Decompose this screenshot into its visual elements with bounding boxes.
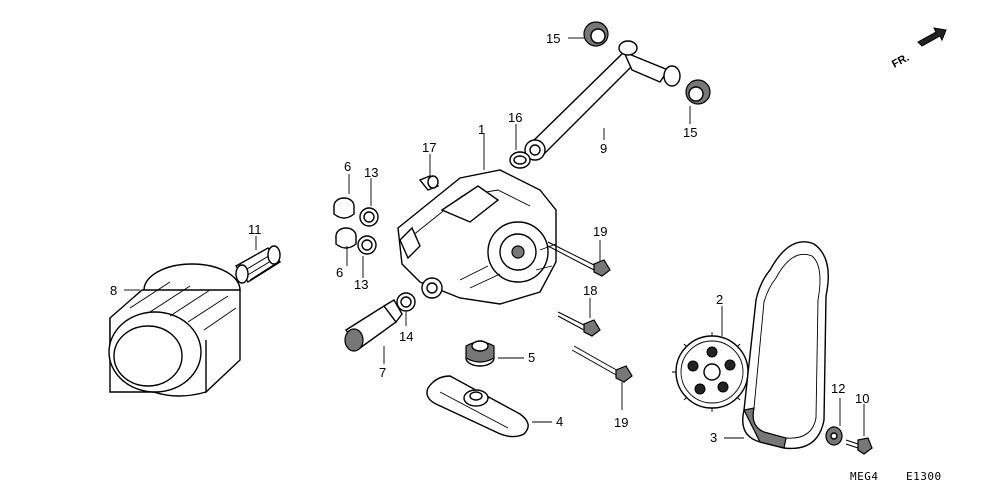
callout-15-upper: 15 [546,31,561,46]
bolt-19-lower [571,345,633,383]
o-ring-upper [359,207,379,227]
callout-11: 11 [248,222,262,237]
pipe-seal-right [685,79,711,105]
diagram-code-left: MEG4 [850,470,879,483]
callout-14: 14 [399,329,414,344]
diagram-code-right: E1300 [906,470,942,483]
callout-17: 17 [422,140,437,155]
relief-valve [344,299,403,352]
callout-12: 12 [831,381,846,396]
oil-strainer [426,375,529,438]
callout-4: 4 [556,414,564,429]
front-direction-arrow-icon [917,27,947,47]
callout-10: 10 [855,391,870,406]
callout-7: 7 [379,365,387,380]
leader-lines [124,37,865,439]
oil-pump-assembly [397,169,557,305]
dowel-pin-17 [418,175,440,191]
callout-13-lower: 13 [354,277,369,292]
callout-6-lower: 6 [336,265,344,280]
driven-sprocket [672,332,752,412]
callout-3: 3 [710,430,718,445]
callout-5: 5 [528,350,536,365]
plug-bolt [465,340,495,367]
joint-bolt [234,245,282,284]
callout-1: 1 [478,122,486,137]
callout-15-right: 15 [683,125,698,140]
bolt-19-upper [547,241,611,277]
dowel-pin-upper [333,197,355,219]
bolt-18 [557,311,601,337]
bolt-10 [845,437,873,455]
callout-19-upper: 19 [593,224,608,239]
washer-12 [825,426,843,446]
oil-filter [108,263,241,397]
o-ring-14 [396,292,416,312]
callout-19-lower: 19 [614,415,629,430]
callout-16: 16 [508,110,523,125]
o-ring-lower [357,235,377,255]
oil-pipe [524,40,681,161]
callout-9: 9 [600,141,608,156]
callout-18: 18 [583,283,598,298]
pipe-o-ring [509,151,531,169]
callout-13-upper: 13 [364,165,379,180]
callout-8: 8 [110,283,118,298]
pipe-seal-upper [583,21,609,47]
callout-6-upper: 6 [344,159,352,174]
drive-chain [742,241,829,450]
dowel-pin-lower [335,227,357,249]
callout-2: 2 [716,292,724,307]
